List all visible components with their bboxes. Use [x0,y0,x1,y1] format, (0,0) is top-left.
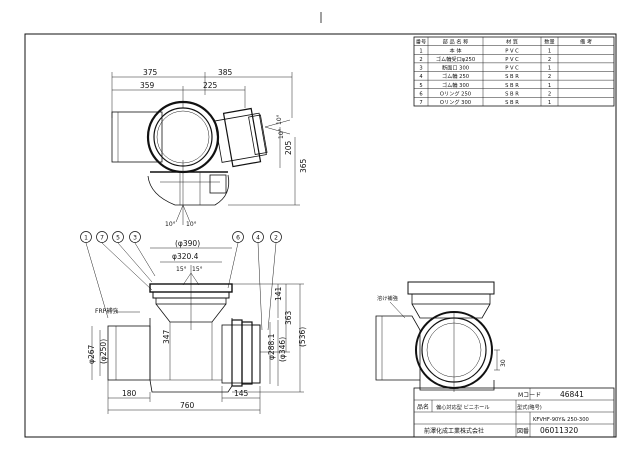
balloon-circle [80,231,92,243]
dim-dia-288: φ288.1 [267,333,276,360]
side-label: 溶け補強 [377,294,399,302]
parts-table-cell: 5 [419,83,422,89]
parts-table-cell: P V C [505,48,519,54]
parts-table-cell: 4 [419,74,423,80]
balloon-number: 1 [84,235,88,242]
dim-145: 145 [234,389,249,398]
parts-table-cell: 7 [419,100,422,106]
company-name: 前澤化成工業株式会社 [424,427,484,435]
parts-table-cell: 本 体 [449,46,462,54]
balloon-number: 7 [100,235,104,242]
balloon-circle [252,231,264,243]
model-value: KFVHF-90Y& 250-300 [533,417,589,423]
name-value: 偏心対応型 ビニホール [436,403,490,411]
dim-375: 375 [143,68,158,77]
drawing-border [24,33,617,438]
title-block: Mコード 46841 品名 偏心対応型 ビニホール 型式(略号) KFVHF-9… [413,387,615,438]
dim-dia-320: φ320.4 [172,252,199,261]
parts-table-cell: 1 [548,100,551,106]
parts-table-cell: 3 [419,66,422,72]
parts-table-cell: P V C [505,66,519,72]
drawing-label: 図番 [517,428,529,435]
dim-225: 225 [203,81,218,90]
frp-label: FRP補強 [95,307,118,315]
parts-table-cell: 1 [548,66,551,72]
parts-table-cell: 1 [548,83,551,89]
dim-359: 359 [140,81,155,90]
parts-table-header: 数量 [544,38,554,46]
balloon-number: 3 [133,235,137,242]
parts-table-cell: P V C [505,57,519,63]
angle-right-top: 10° [276,114,283,125]
dim-760: 760 [180,401,195,410]
parts-table-header: 備 考 [580,38,592,46]
parts-table-cell: Oリング 300 [440,98,471,106]
dim-dia-346: (φ346) [278,337,287,362]
parts-table-cell: 2 [419,57,422,63]
parts-table-cell: 2 [548,74,551,80]
balloon-circle [129,231,141,243]
dim-363: 363 [284,310,293,325]
balloon-number: 5 [116,235,120,242]
drawing-value: 06011320 [540,426,578,435]
parts-table-cell: Oリング 250 [440,89,471,97]
angle-bottom-left: 10° [165,221,176,228]
parts-table-cell: S B R [505,100,519,106]
parts-table-cell: S B R [505,83,519,89]
dim-536: (536) [298,327,307,347]
parts-table-cell: ゴム輪 300 [442,81,469,89]
balloon-number: 4 [256,235,260,242]
parts-table-header: 材 質 [506,38,518,46]
parts-table-cell: S B R [505,91,519,97]
dim-dia-250: (φ250) [99,339,108,364]
code-label: Mコード [518,392,541,399]
dim-385: 385 [218,68,233,77]
angle-right-bottom: 10° [278,128,285,139]
parts-table-cell: 断面口 300 [442,64,469,72]
balloon-circle [112,231,124,243]
parts-table-cell: S B R [505,74,519,80]
balloon-circle [232,231,244,243]
dim-141: 141 [274,286,283,301]
angle-15-right: 15° [192,266,203,273]
dim-347: 347 [162,329,171,344]
angle-bottom-right: 10° [186,221,197,228]
code-value: 46841 [560,390,584,399]
dim-365: 365 [299,158,308,173]
front-view: 1 7 5 3 6 4 2 (φ390) φ320.4 15° 15° FRP補強 [80,231,307,414]
parts-table-header: 部 品 名 称 [443,38,469,46]
parts-table-cell: 6 [419,91,422,97]
parts-table-cell: 2 [548,57,551,63]
parts-table: 番号 部 品 名 称 材 質 数量 備 考 1 本 体 P V C 1 2 ゴム輪受口φ250 P V… [413,36,615,107]
dim-dia-390: (φ390) [175,239,200,248]
parts-table-cell: ゴム輪 250 [442,72,469,80]
parts-table-cell: 1 [419,48,422,54]
parts-table-cell: 2 [548,91,551,97]
side-view: 溶け補強 30 [375,281,507,392]
parts-table-header: 番号 [416,39,426,46]
angle-15-left: 15° [176,266,187,273]
dim-dia-267: φ267 [87,345,96,364]
balloon-circle [270,231,282,243]
dim-180: 180 [122,389,137,398]
balloon-circle [96,231,108,243]
dim-30: 30 [500,359,507,367]
dim-205: 205 [284,140,293,155]
top-view: 375 385 359 225 10° 10° 10° 10° [111,68,308,228]
balloon-number: 2 [274,235,278,242]
parts-table-cell: 1 [548,48,551,54]
balloon-number: 6 [236,235,240,242]
name-label: 品名 [417,403,429,411]
parts-table-cell: ゴム輪受口φ250 [436,55,475,63]
model-label: 型式(略号) [517,403,542,411]
